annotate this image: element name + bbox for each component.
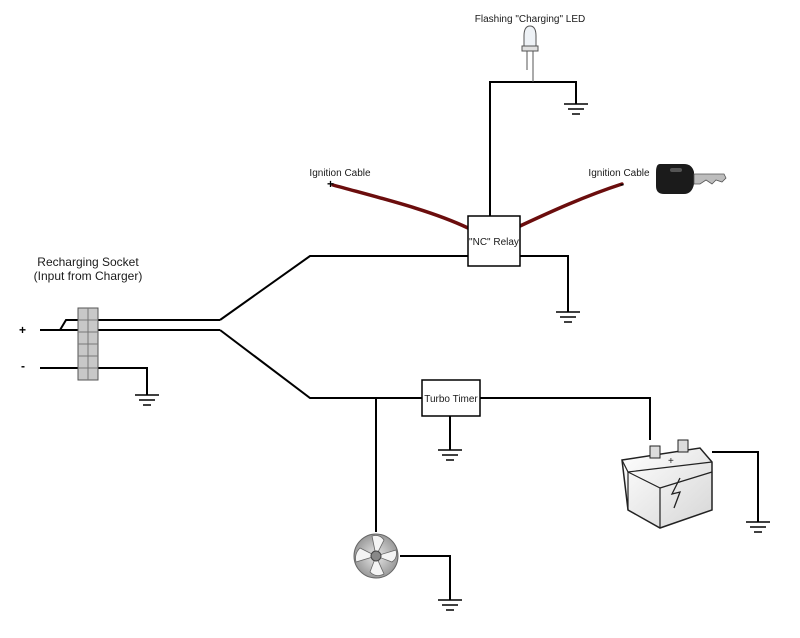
wire-fan-ground	[400, 555, 451, 600]
battery-icon	[621, 439, 713, 529]
recharging-socket	[77, 307, 99, 381]
wire-to-relay	[219, 255, 468, 321]
wire-relay-ground	[520, 255, 569, 312]
socket-plus-label: +	[19, 323, 26, 337]
led-label: Flashing "Charging" LED	[475, 14, 586, 25]
turbo-timer-label: Turbo Timer	[424, 394, 478, 405]
ground-icon	[555, 311, 581, 323]
turbo-timer-box	[421, 379, 481, 417]
ground-icon	[563, 103, 589, 115]
key-icon	[656, 164, 727, 194]
fan-icon	[353, 533, 399, 579]
wire-socket-positive-upper	[40, 319, 220, 331]
ignition-cable-label-left: Ignition Cable	[309, 168, 371, 179]
ignition-cable-positive	[331, 183, 470, 230]
battery-plus-label: +	[668, 456, 674, 467]
socket-label-line2: (Input from Charger)	[34, 269, 143, 283]
wire-socket-negative	[40, 367, 148, 395]
ground-icon	[437, 599, 463, 611]
socket-minus-label: -	[21, 359, 25, 373]
ground-icon	[745, 521, 771, 533]
wire-led-ground	[535, 81, 577, 104]
ground-icon	[437, 449, 463, 461]
ground-icon	[134, 394, 160, 406]
socket-label-line1: Recharging Socket	[37, 255, 139, 269]
ignition-minus-sign: -	[620, 177, 624, 191]
wire-to-turbo-timer	[219, 329, 422, 399]
ignition-cable-label-right: Ignition Cable	[588, 168, 650, 179]
ignition-cable-negative	[518, 182, 624, 228]
wires	[40, 81, 759, 600]
wire-battery-ground	[712, 451, 759, 522]
nc-relay-box	[467, 215, 521, 267]
nc-relay-label: "NC" Relay	[469, 237, 519, 248]
wire-relay-led	[489, 81, 535, 216]
ignition-plus-sign: +	[327, 177, 334, 191]
led-icon	[521, 25, 539, 82]
wire-timer-battery	[480, 397, 651, 440]
